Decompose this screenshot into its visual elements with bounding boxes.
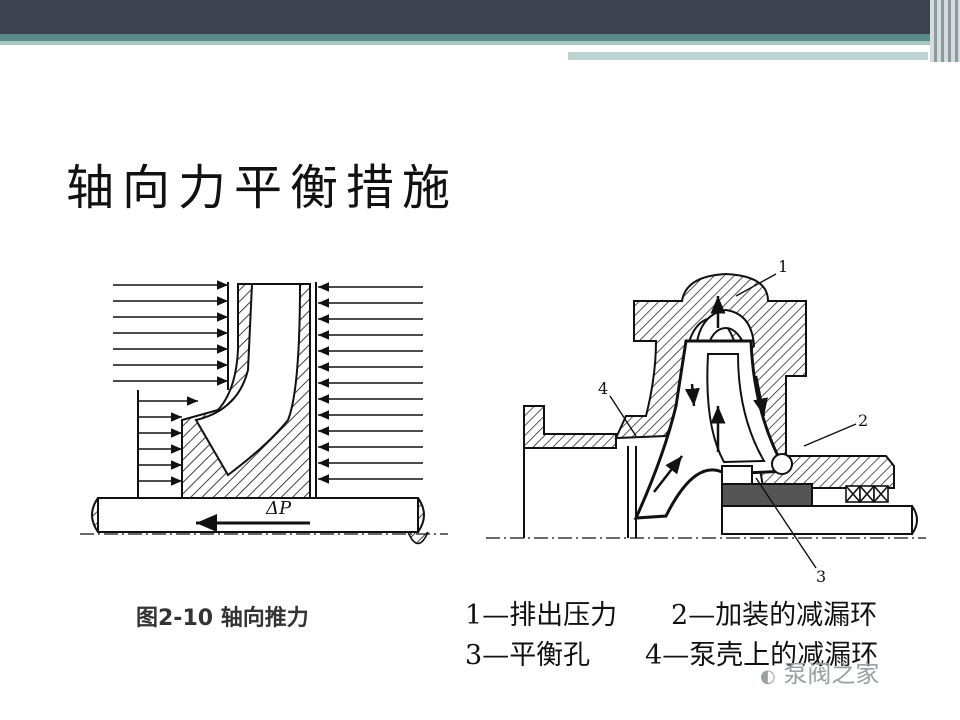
svg-text:1: 1	[778, 257, 788, 276]
callout-2: 2	[803, 411, 868, 447]
wechat-icon: ◐	[760, 666, 776, 687]
pressure-arrows-right	[318, 282, 423, 484]
legend-text: —排出压力	[482, 600, 618, 631]
legend-number: 1	[465, 600, 483, 631]
legend-number: 4	[645, 640, 663, 671]
suction-nozzle	[523, 405, 617, 449]
axial-thrust-diagram: ΔP	[80, 280, 448, 545]
pump-shaft	[721, 505, 913, 535]
legend-text: —平衡孔	[482, 640, 591, 671]
watermark-text: 泵阀之家	[783, 660, 880, 688]
callout-4: 4	[598, 379, 637, 437]
callout-1: 1	[735, 257, 788, 297]
header-accent-stripe-light	[0, 41, 930, 45]
header-accent-stripe	[0, 34, 930, 41]
svg-text:4: 4	[598, 379, 608, 398]
legend-item: 4—泵壳上的减漏环	[645, 636, 878, 676]
svg-text:3: 3	[816, 567, 826, 586]
header-accent-stripe-short	[568, 52, 928, 60]
legend-item: 1—排出压力	[465, 596, 671, 636]
legend-item: 2—加装的减漏环	[671, 596, 877, 636]
svg-text:2: 2	[858, 411, 868, 430]
header-corner-pattern	[930, 0, 960, 62]
watermark: ◐ 泵阀之家	[760, 654, 879, 689]
callout-3: 3	[755, 477, 826, 586]
thrust-label: ΔP	[265, 498, 292, 519]
pump-balance-diagram: 1 2 3 4	[486, 257, 926, 586]
slide-title: 轴向力平衡措施	[66, 160, 459, 216]
pressure-arrows-left	[113, 280, 228, 486]
legend-number: 2	[671, 600, 689, 631]
legend-text: —泵壳上的减漏环	[662, 640, 879, 671]
figure-caption: 图2-10 轴向推力	[136, 606, 309, 631]
legend-number: 3	[465, 640, 483, 671]
header-bar	[0, 0, 960, 34]
legend-item: 3—平衡孔	[465, 636, 645, 676]
legend-text: —加装的减漏环	[688, 600, 878, 631]
shaft	[97, 497, 419, 533]
